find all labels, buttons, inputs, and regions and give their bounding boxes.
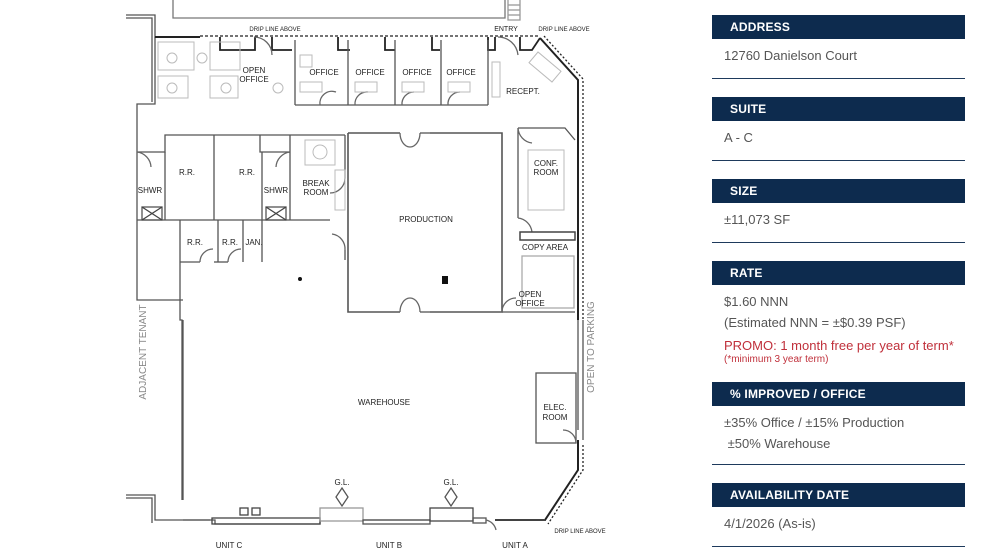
room-label: ELEC. xyxy=(543,403,566,412)
room-label: ROOM xyxy=(304,188,329,197)
room-label: ROOM xyxy=(543,413,568,422)
suite-section: SUITE A - C xyxy=(712,97,965,161)
size-value: ±11,073 SF xyxy=(724,212,791,227)
grade-level-label: G.L. xyxy=(334,478,349,487)
unit-label: UNIT B xyxy=(376,541,402,550)
room-label: BREAK xyxy=(302,179,330,188)
drip-line-label: DRIP LINE ABOVE xyxy=(249,27,300,33)
drip-line-label: DRIP LINE ABOVE xyxy=(554,529,605,535)
room-label: OPEN xyxy=(519,290,542,299)
suite-value: A - C xyxy=(724,130,753,145)
section-header: RATE xyxy=(712,261,965,285)
promo-text: PROMO: 1 month free per year of term* xyxy=(724,338,954,353)
open-to-parking-label: OPEN TO PARKING xyxy=(586,301,597,393)
grade-level-label: G.L. xyxy=(443,478,458,487)
room-label: R.R. xyxy=(222,238,238,247)
room-label: OFFICE xyxy=(239,75,268,84)
section-header: SUITE xyxy=(712,97,965,121)
address-section: ADDRESS 12760 Danielson Court xyxy=(712,15,965,79)
room-label: COPY AREA xyxy=(522,243,569,252)
section-header: SIZE xyxy=(712,179,965,203)
availability-value: 4/1/2026 (As-is) xyxy=(724,516,816,531)
improved-value-line2: ±50% Warehouse xyxy=(724,436,831,451)
address-value: 12760 Danielson Court xyxy=(724,48,857,63)
room-label: ROOM xyxy=(534,168,559,177)
improved-section: % IMPROVED / OFFICE ±35% Office / ±15% P… xyxy=(712,382,965,465)
room-label: PRODUCTION xyxy=(399,215,453,224)
adjacent-tenant-label: ADJACENT TENANT xyxy=(138,304,149,399)
room-label: SHWR xyxy=(264,186,289,195)
property-info-panel: ADDRESS 12760 Danielson Court SUITE A - … xyxy=(712,15,965,547)
section-header: ADDRESS xyxy=(712,15,965,39)
estimated-nnn-value: (Estimated NNN = ±$0.39 PSF) xyxy=(724,315,906,330)
entry-label: ENTRY xyxy=(494,26,518,33)
room-label: OFFICE xyxy=(446,68,475,77)
room-label: R.R. xyxy=(179,168,195,177)
room-label: SHWR xyxy=(138,186,163,195)
improved-value-line1: ±35% Office / ±15% Production xyxy=(724,415,905,430)
room-label: CONF. xyxy=(534,159,558,168)
unit-label: UNIT C xyxy=(216,541,243,550)
room-label: OFFICE xyxy=(515,299,544,308)
section-header: AVAILABILITY DATE xyxy=(712,483,965,507)
room-label: OFFICE xyxy=(402,68,431,77)
room-label: R.R. xyxy=(239,168,255,177)
availability-section: AVAILABILITY DATE 4/1/2026 (As-is) xyxy=(712,483,965,547)
promo-note: (*minimum 3 year term) xyxy=(724,354,829,365)
room-label: RECEPT. xyxy=(506,87,540,96)
size-section: SIZE ±11,073 SF xyxy=(712,179,965,243)
drip-line-label: DRIP LINE ABOVE xyxy=(538,27,589,33)
room-label: OFFICE xyxy=(309,68,338,77)
unit-label: UNIT A xyxy=(502,541,528,550)
room-label: R.R. xyxy=(187,238,203,247)
room-label: JAN. xyxy=(245,238,262,247)
room-label: OFFICE xyxy=(355,68,384,77)
room-label: OPEN xyxy=(243,66,266,75)
room-label: WAREHOUSE xyxy=(358,398,410,407)
rate-value: $1.60 NNN xyxy=(724,294,789,309)
section-header: % IMPROVED / OFFICE xyxy=(712,382,965,406)
rate-section: RATE $1.60 NNN (Estimated NNN = ±$0.39 P… xyxy=(712,261,965,382)
floor-plan: DRIP LINE ABOVE ENTRY DRIP LINE ABOVE OP… xyxy=(126,0,606,550)
